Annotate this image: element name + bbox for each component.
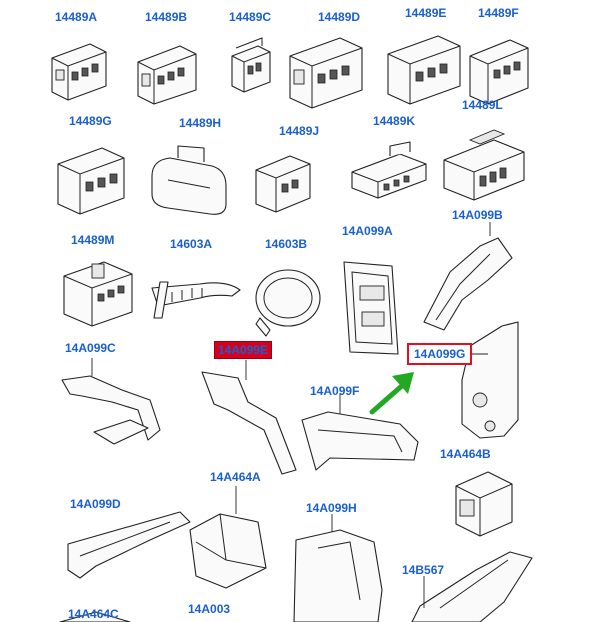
- bracket-14B567[interactable]: [411, 551, 533, 622]
- bracket-14A099D[interactable]: [67, 511, 191, 579]
- connector-14489G[interactable]: [57, 147, 125, 215]
- green-arrow-icon: [369, 372, 414, 415]
- label-14489B[interactable]: 14489B: [145, 10, 188, 24]
- label-14A099G-callout[interactable]: 14A099G: [407, 343, 473, 365]
- grommet-14603B[interactable]: [255, 269, 321, 337]
- bracket-14A099H[interactable]: [293, 514, 383, 622]
- label-14489G[interactable]: 14489G: [69, 114, 112, 128]
- label-14B567[interactable]: 14B567: [402, 563, 445, 577]
- label-14489K[interactable]: 14489K: [373, 114, 416, 128]
- bracket-14A099F[interactable]: [301, 394, 419, 471]
- connector-14489K[interactable]: [351, 141, 427, 199]
- connector-14489D[interactable]: [289, 37, 363, 109]
- label-14489A[interactable]: 14489A: [55, 10, 98, 24]
- connector-14489E[interactable]: [387, 35, 461, 105]
- label-14A464A[interactable]: 14A464A: [210, 470, 261, 484]
- label-14A099D[interactable]: 14A099D: [70, 497, 121, 511]
- connector-14489B[interactable]: [137, 45, 197, 105]
- bracket-14A099G[interactable]: [461, 321, 519, 439]
- bracket-14A099A[interactable]: [343, 261, 399, 355]
- part-14A464C[interactable]: [59, 611, 131, 622]
- label-14A099B[interactable]: 14A099B: [452, 208, 503, 222]
- label-14A464B[interactable]: 14A464B: [440, 447, 491, 461]
- label-14489H[interactable]: 14489H: [179, 116, 222, 130]
- grommet-14603A[interactable]: [151, 281, 241, 319]
- connector-14489F[interactable]: [469, 39, 529, 105]
- label-14603B[interactable]: 14603B: [265, 237, 308, 251]
- connector-14489C[interactable]: [231, 37, 271, 93]
- connector-14489L[interactable]: [443, 129, 525, 201]
- bracket-14A099E[interactable]: [201, 360, 297, 475]
- label-14489C[interactable]: 14489C: [229, 10, 272, 24]
- label-14A099A[interactable]: 14A099A: [342, 224, 393, 238]
- label-14A099C[interactable]: 14A099C: [65, 341, 116, 355]
- label-14A099E-highlighted[interactable]: 14A099E: [214, 341, 273, 359]
- label-14A099H[interactable]: 14A099H: [306, 501, 357, 515]
- label-14603A[interactable]: 14603A: [170, 237, 213, 251]
- label-14489L[interactable]: 14489L: [462, 98, 503, 112]
- connector-14A464B[interactable]: [455, 471, 513, 537]
- connector-14489J[interactable]: [255, 155, 311, 213]
- bracket-14A099B[interactable]: [423, 222, 513, 331]
- label-14489J[interactable]: 14489J: [279, 124, 320, 138]
- label-14A003[interactable]: 14A003: [188, 602, 231, 616]
- connector-14489A[interactable]: [51, 43, 107, 101]
- label-14489F[interactable]: 14489F: [478, 6, 519, 20]
- label-14A464C[interactable]: 14A464C: [68, 607, 119, 621]
- label-14A099F[interactable]: 14A099F: [310, 384, 360, 398]
- label-14489D[interactable]: 14489D: [318, 10, 361, 24]
- connector-14489M[interactable]: [63, 261, 133, 327]
- label-14489E[interactable]: 14489E: [405, 6, 447, 20]
- label-14489M[interactable]: 14489M: [71, 233, 115, 247]
- connector-14489H[interactable]: [151, 145, 227, 215]
- bracket-14A099C[interactable]: [61, 358, 161, 445]
- housing-14A464A[interactable]: [189, 486, 267, 589]
